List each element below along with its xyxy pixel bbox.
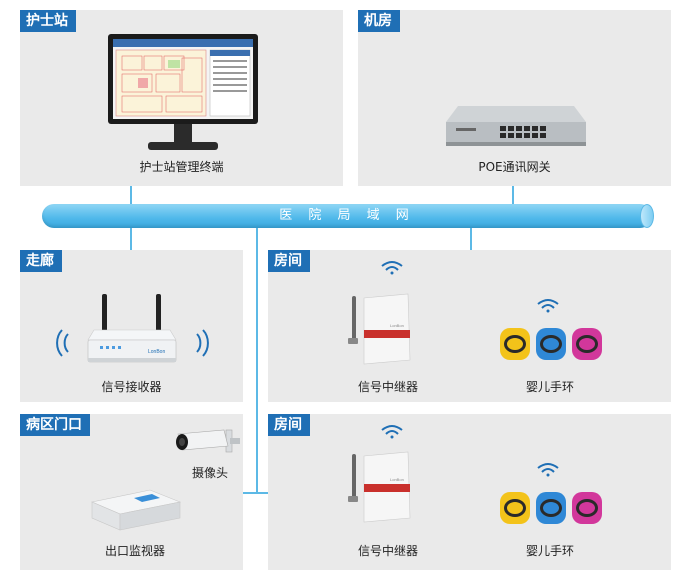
- poe-gateway-label: POE通讯网关: [478, 160, 551, 174]
- room2-repeater-label: 信号中继器: [357, 544, 418, 558]
- room1-repeater-label: 信号中继器: [357, 380, 418, 394]
- signal-receiver-label: 信号接收器: [101, 380, 162, 394]
- hospital-lan-bus: 医 院 局 域 网: [42, 204, 654, 228]
- signal-receiver-icon: LonBon: [56, 294, 209, 363]
- repeater-wifi-icon: [381, 425, 403, 439]
- server-room-panel: 机房 POE通讯网关: [358, 10, 671, 186]
- receiver-brand: LonBon: [148, 349, 165, 355]
- baby-bracelets-icon: [500, 492, 602, 524]
- link-bus-to-room1: [470, 226, 472, 250]
- room1-bracelet-label: 婴儿手环: [525, 380, 574, 394]
- hospital-lan-label: 医 院 局 域 网: [279, 208, 415, 223]
- camera-label: 摄像头: [191, 466, 228, 480]
- repeater-brand: LonBon: [390, 323, 404, 328]
- link-nurse-to-bus: [130, 186, 132, 206]
- signal-repeater-icon: LonBon: [348, 293, 411, 365]
- exit-monitor-icon: [91, 489, 182, 531]
- bracelet-wifi-icon: [537, 299, 559, 313]
- link-bus-trunk: [256, 226, 258, 494]
- ward-entrance-panel: 病区门口 摄像头 出口监视器: [20, 414, 243, 570]
- exit-monitor-label: 出口监视器: [104, 544, 165, 558]
- nurse-station-panel: 护士站 护士站管理终端: [20, 10, 343, 186]
- bus-end-cap: [640, 204, 654, 228]
- camera-icon: [176, 429, 240, 453]
- link-gateway-to-bus: [512, 186, 514, 206]
- nurse-terminal-label: 护士站管理终端: [139, 160, 224, 174]
- corridor-panel: 走廊 LonBon 信号接收器: [20, 250, 243, 402]
- ward-entrance-tag: 病区门口: [20, 414, 90, 436]
- bracelet-wifi-icon: [537, 463, 559, 477]
- server-room-tag: 机房: [358, 10, 400, 32]
- monitor-icon: [108, 34, 258, 150]
- room1-tag: 房间: [268, 250, 310, 272]
- repeater-brand: LonBon: [390, 477, 404, 482]
- link-bus-to-corridor: [130, 226, 132, 250]
- switch-icon: [446, 106, 586, 146]
- baby-bracelets-icon: [500, 328, 602, 360]
- room2-tag: 房间: [268, 414, 310, 436]
- repeater-wifi-icon: [381, 261, 403, 275]
- room1-panel: 房间 LonBon 信号中继器 婴儿手环: [268, 250, 671, 402]
- signal-repeater-icon: LonBon: [348, 451, 411, 523]
- corridor-tag: 走廊: [20, 250, 62, 272]
- room2-panel: 房间 LonBon 信号中继器 婴儿手环: [268, 414, 671, 570]
- link-trunk-to-monitor: [240, 492, 270, 494]
- nurse-station-tag: 护士站: [20, 10, 76, 32]
- room2-bracelet-label: 婴儿手环: [525, 544, 574, 558]
